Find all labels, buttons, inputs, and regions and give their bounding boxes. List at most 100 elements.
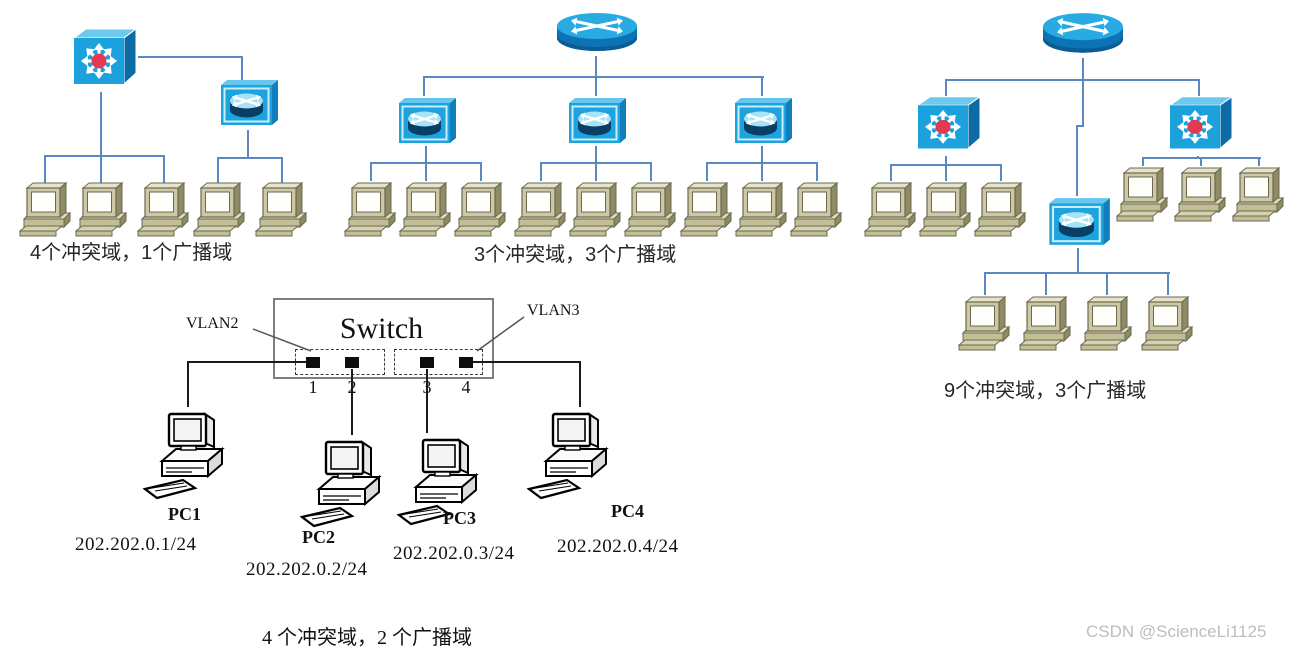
caption-vlan-switch: 4 个冲突域，2 个广播域 <box>262 627 472 649</box>
multilayer-switch-icon <box>66 26 138 92</box>
network-link <box>1106 272 1108 295</box>
pc-desktop-icon <box>526 402 622 502</box>
network-link <box>217 157 219 184</box>
pc-desktop-icon <box>396 428 492 528</box>
multilayer-switch-icon <box>1162 94 1234 156</box>
network-link <box>1200 157 1202 166</box>
pc-icon <box>974 180 1028 238</box>
network-link <box>425 146 427 163</box>
pc-icon <box>454 180 508 238</box>
switch-port-1 <box>306 357 320 368</box>
pc2-ip: 202.202.0.2/24 <box>246 559 368 580</box>
pc-icon <box>680 180 734 238</box>
network-link <box>984 272 1170 274</box>
pc-icon <box>1141 294 1195 352</box>
pc-icon <box>137 180 191 238</box>
pc3-ip: 202.202.0.3/24 <box>393 543 515 564</box>
caption-router-hubs: 3个冲突域，3个广播域 <box>474 244 677 266</box>
network-link <box>425 162 427 181</box>
network-link <box>187 361 189 407</box>
network-link <box>44 155 46 183</box>
network-link <box>218 157 283 159</box>
pc2-label: PC2 <box>302 527 335 547</box>
vlan3-label: VLAN3 <box>527 302 580 319</box>
pc-icon <box>1116 165 1170 223</box>
hub-icon <box>216 76 280 130</box>
pc-icon <box>19 180 73 238</box>
network-link <box>1077 125 1084 127</box>
pc-icon <box>790 180 844 238</box>
network-link <box>1045 272 1047 295</box>
network-link <box>650 162 652 181</box>
network-link <box>472 361 580 363</box>
network-link <box>423 76 425 96</box>
pc-icon <box>514 180 568 238</box>
network-link <box>945 164 947 181</box>
pc1-ip: 202.202.0.1/24 <box>75 534 197 555</box>
pc-desktop-icon <box>142 402 238 502</box>
network-link <box>1167 272 1169 295</box>
switch-title: Switch <box>339 312 424 345</box>
port-label-2: 2 <box>347 377 357 397</box>
network-link <box>890 164 892 181</box>
network-link <box>1258 157 1260 166</box>
pc-icon <box>1080 294 1134 352</box>
pc-icon <box>344 180 398 238</box>
pc4-ip: 202.202.0.4/24 <box>557 536 679 557</box>
hub-icon <box>730 94 794 148</box>
network-link <box>984 272 986 295</box>
network-link <box>1082 58 1084 80</box>
pc-desktop-icon <box>299 430 395 530</box>
hub-icon <box>1044 194 1112 250</box>
pc3-label: PC3 <box>443 508 476 528</box>
network-link <box>281 157 283 184</box>
vlan2-label: VLAN2 <box>186 315 239 332</box>
network-link <box>816 162 818 181</box>
network-link <box>138 56 242 58</box>
network-link <box>163 155 165 183</box>
network-link <box>1143 157 1261 159</box>
network-link <box>426 369 428 433</box>
network-link <box>247 130 249 158</box>
network-link <box>761 162 763 181</box>
watermark: CSDN @ScienceLi1125 <box>1086 622 1267 641</box>
pc-icon <box>958 294 1012 352</box>
multilayer-switch-icon <box>910 94 982 156</box>
switch-port-3 <box>420 357 434 368</box>
pc-icon <box>919 180 973 238</box>
network-link <box>595 56 597 78</box>
pc-icon <box>1019 294 1073 352</box>
pc-icon <box>735 180 789 238</box>
network-link <box>579 361 581 407</box>
network-link <box>945 79 947 96</box>
pc4-label: PC4 <box>611 501 644 521</box>
network-link <box>595 146 597 163</box>
network-link <box>761 76 763 96</box>
network-link <box>706 162 708 181</box>
network-link <box>1198 79 1200 96</box>
hub-icon <box>564 94 628 148</box>
port-label-4: 4 <box>461 377 471 397</box>
network-link <box>241 56 243 80</box>
router-icon <box>1038 10 1128 60</box>
pc-icon <box>1174 165 1228 223</box>
switch-port-2 <box>345 357 359 368</box>
pc-icon <box>75 180 129 238</box>
port-label-1: 1 <box>308 377 318 397</box>
network-link <box>945 156 947 166</box>
pc-icon <box>624 180 678 238</box>
network-link <box>540 162 542 181</box>
network-link <box>100 92 102 156</box>
network-link <box>595 162 597 181</box>
network-link <box>351 369 353 435</box>
switch-port-4 <box>459 357 473 368</box>
network-link <box>1082 79 1084 127</box>
network-link <box>480 162 482 181</box>
caption-switch-hub: 4个冲突域，1个广播域 <box>30 242 233 264</box>
network-link <box>1000 164 1002 181</box>
pc-icon <box>1232 165 1286 223</box>
network-link <box>370 162 372 181</box>
hub-icon <box>394 94 458 148</box>
caption-router-switches-hub: 9个冲突域，3个广播域 <box>944 380 1147 402</box>
